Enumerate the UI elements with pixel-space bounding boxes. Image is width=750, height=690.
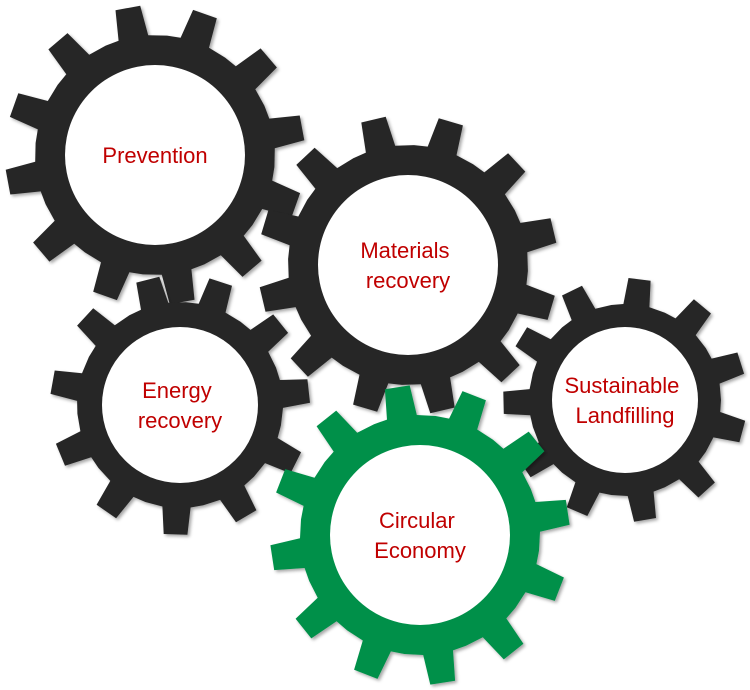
gear-energy-recovery-hub: [102, 327, 258, 483]
gear-energy-recovery-label-line: recovery: [138, 408, 222, 433]
gear-energy-recovery-label: Energy recovery: [138, 378, 222, 433]
gear-sustainable-landfilling-hub: [552, 327, 698, 473]
gear-sustainable-landfilling-label: Sustainable Landfilling: [564, 373, 685, 428]
gear-circular-economy-label-line: Economy: [374, 538, 466, 563]
gear-materials-recovery-hub: [318, 175, 498, 355]
gear-materials-recovery-label: Materials recovery: [360, 238, 455, 293]
gear-sustainable-landfilling-label-line: Landfilling: [575, 403, 674, 428]
gear-prevention-label: Prevention: [102, 143, 207, 168]
gear-prevention-label-line: Prevention: [102, 143, 207, 168]
gear-materials-recovery-label-line: Materials: [360, 238, 449, 263]
gear-circular-economy-hub: [330, 445, 510, 625]
gear-energy-recovery-label-line: Energy: [142, 378, 212, 403]
gear-prevention-hub: [65, 65, 245, 245]
gear-sustainable-landfilling: Sustainable Landfilling: [503, 278, 746, 522]
gear-sustainable-landfilling-label-line: Sustainable: [564, 373, 679, 398]
gear-prevention: Prevention: [5, 5, 305, 305]
gear-circular-economy: Circular Economy: [270, 385, 570, 685]
gear-energy-recovery: Energy recovery: [50, 276, 310, 535]
gear-materials-recovery: Materials recovery: [259, 116, 557, 414]
gear-circular-economy-label: Circular Economy: [374, 508, 466, 563]
gear-circular-economy-label-line: Circular: [379, 508, 455, 533]
gear-materials-recovery-label-line: recovery: [366, 268, 450, 293]
